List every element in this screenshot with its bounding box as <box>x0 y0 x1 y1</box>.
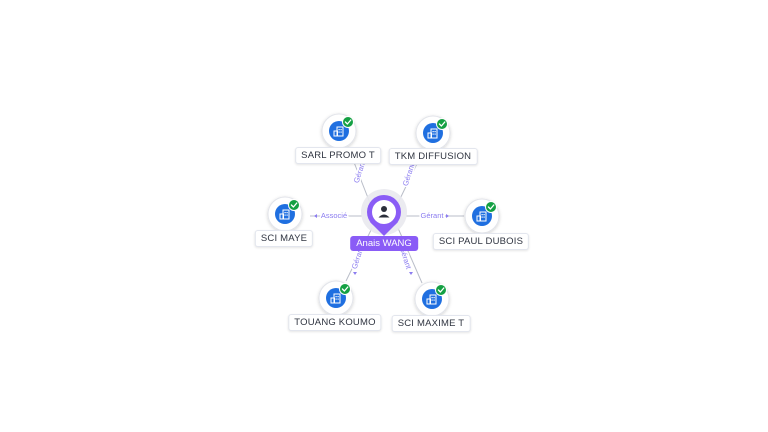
verified-check-icon <box>342 116 354 128</box>
company-node-sarl-promo-t[interactable] <box>321 113 357 149</box>
verified-check-icon <box>339 283 351 295</box>
company-node-sci-maye[interactable] <box>267 196 303 232</box>
edge-arrow-sci-maye <box>314 214 317 218</box>
verified-check-icon <box>436 118 448 130</box>
building-icon <box>279 209 290 220</box>
company-node-tkm-diffusion[interactable] <box>415 115 451 151</box>
building-icon <box>476 211 487 222</box>
edge-label-tkm-diffusion: Gérant <box>401 162 417 187</box>
building-icon <box>426 294 437 305</box>
node-label-sci-maxime-t[interactable]: SCI MAXIME T <box>391 315 471 332</box>
company-node-sci-paul-dubois[interactable] <box>464 198 500 234</box>
center-person-node[interactable] <box>361 189 407 236</box>
verified-check-icon <box>435 284 447 296</box>
person-icon <box>378 206 390 218</box>
verified-check-icon <box>288 199 300 211</box>
node-label-tkm-diffusion[interactable]: TKM DIFFUSION <box>388 148 478 165</box>
building-icon <box>330 293 341 304</box>
node-label-sarl-promo-t[interactable]: SARL PROMO T <box>295 147 381 164</box>
center-person-label[interactable]: Anais WANG <box>350 236 418 251</box>
verified-check-icon <box>485 201 497 213</box>
node-label-touang-koumo[interactable]: TOUANG KOUMO <box>288 314 382 331</box>
edge-arrow-sci-paul-dubois <box>446 214 449 218</box>
edge-label-sci-paul-dubois: Gérant <box>421 211 445 220</box>
building-icon <box>427 128 438 139</box>
edge-arrow-touang-koumo <box>353 272 357 275</box>
building-icon <box>333 126 344 137</box>
company-node-sci-maxime-t[interactable] <box>414 281 450 317</box>
node-label-sci-maye[interactable]: SCI MAYE <box>254 230 314 247</box>
node-label-sci-paul-dubois[interactable]: SCI PAUL DUBOIS <box>432 233 530 250</box>
company-node-touang-koumo[interactable] <box>318 280 354 316</box>
edge-label-sci-maye: Associé <box>321 211 347 220</box>
edge-arrow-sci-maxime-t <box>409 272 413 275</box>
